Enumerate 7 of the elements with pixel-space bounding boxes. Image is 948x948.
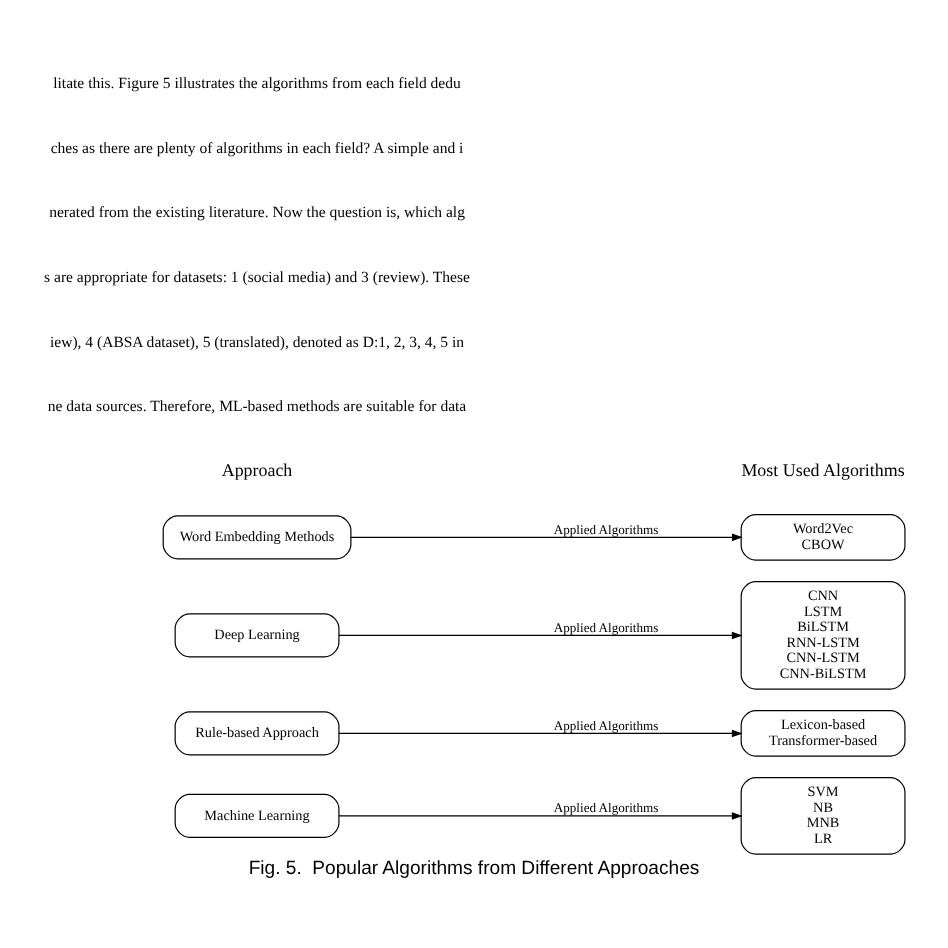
arrow <box>338 729 743 738</box>
caption: Fig. 5. Popular Algorithms from Different Approaches <box>248 858 700 881</box>
label: Most Used Algorithms <box>741 459 905 480</box>
arrow <box>338 812 743 820</box>
arrow <box>350 533 743 542</box>
arrow <box>338 631 743 640</box>
label: Approach <box>221 459 293 480</box>
